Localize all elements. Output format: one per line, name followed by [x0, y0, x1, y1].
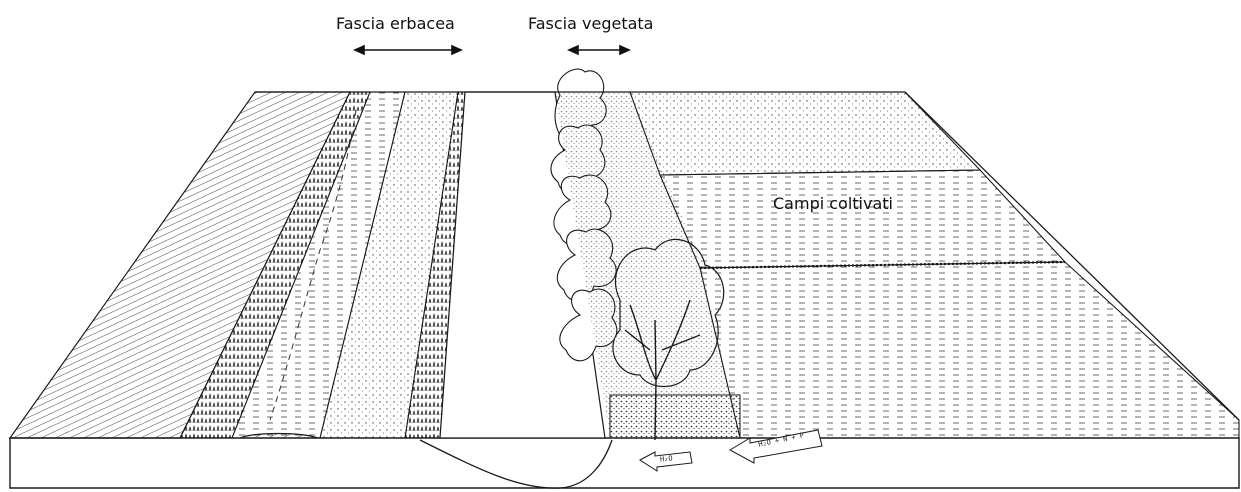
fields-label: Campi coltivati [773, 194, 893, 213]
vegetated-strip-label: Fascia vegetata [528, 14, 653, 33]
water-flow-label: H₂O [660, 454, 673, 463]
vegetated-strip-arrow [569, 46, 629, 54]
ground-block [10, 438, 1239, 488]
grass-strip-arrow [355, 46, 461, 54]
grass-strip-label: Fascia erbacea [336, 14, 455, 33]
